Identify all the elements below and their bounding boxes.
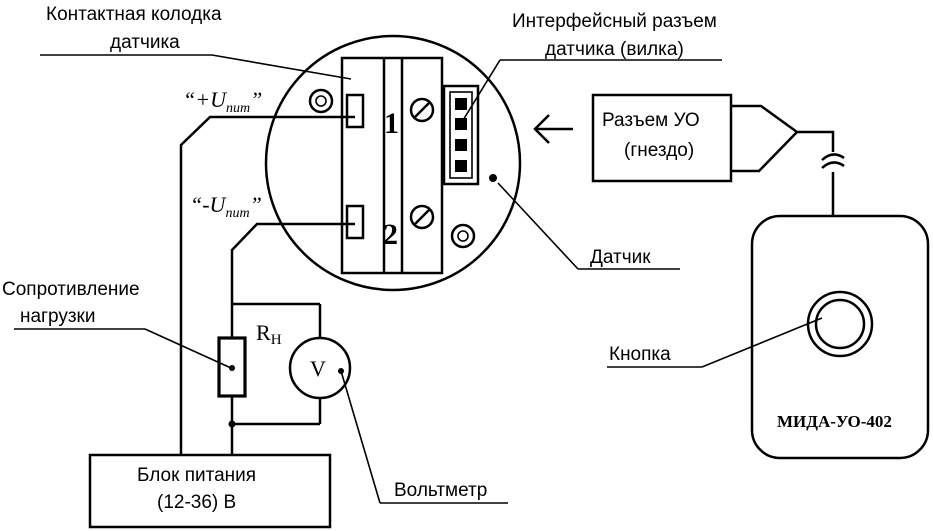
interface-plug — [442, 84, 480, 186]
resistance-text-1: Сопротивление — [2, 279, 140, 300]
break-mark-icon — [821, 153, 845, 216]
contact-block-label: Контактная колодка датчика — [40, 4, 352, 80]
arrow-left-icon — [533, 114, 573, 144]
wire-minus — [230, 222, 355, 304]
terminal-2-label: 2 — [383, 218, 398, 251]
power-supply: Блок питания (12-36) В — [88, 453, 332, 529]
plus-u-label: “+Uпит” — [183, 87, 262, 116]
wire-plus — [179, 115, 355, 455]
resistance-text-2: нагрузки — [20, 306, 95, 327]
button-control[interactable] — [806, 290, 874, 358]
device-name: МИДА-УО-402 — [777, 412, 892, 431]
connector-uo-text-1: Разъем УО — [602, 110, 700, 131]
power-text-2: (12-36) В — [157, 492, 236, 513]
voltmeter-symbol: V — [288, 304, 352, 424]
screw-icon — [409, 204, 435, 230]
contact-block-text-1: Контактная колодка — [46, 4, 222, 25]
connector-uo: Разъем УО (гнездо) — [591, 93, 835, 183]
svg-text:“+Uпит”: “+Uпит” — [183, 87, 262, 116]
terminal-minus-box — [345, 204, 365, 240]
screw-icon — [409, 97, 435, 123]
terminal-plus-box — [345, 93, 365, 129]
connector-uo-text-2: (гнездо) — [624, 140, 694, 161]
button-text: Кнопка — [609, 344, 671, 365]
load-resistor: RН — [217, 302, 320, 455]
voltmeter-text: Вольтметр — [394, 480, 487, 501]
sensor-label: Датчик — [497, 182, 680, 270]
rn-label: RН — [256, 320, 282, 348]
terminal-1-label: 1 — [384, 107, 399, 140]
sensor-body — [264, 34, 522, 292]
voltmeter-label: Вольтметр — [340, 370, 508, 504]
power-text-1: Блок питания — [137, 465, 256, 486]
svg-text:“-Uпит”: “-Uпит” — [190, 192, 262, 221]
resistance-label: Сопротивление нагрузки — [2, 279, 232, 369]
sensor-text: Датчик — [590, 247, 651, 268]
mounting-hole-top — [308, 88, 334, 114]
voltmeter-v: V — [310, 356, 326, 381]
button-label: Кнопка — [607, 317, 823, 368]
interface-text-1: Интерфейсный разъем — [512, 11, 717, 32]
minus-u-label: “-Uпит” — [190, 192, 262, 221]
mida-device: МИДА-УО-402 — [750, 214, 930, 460]
interface-label: Интерфейсный разъем датчика (вилка) — [456, 11, 722, 131]
mounting-hole-bottom — [450, 223, 476, 249]
contact-block-text-2: датчика — [110, 32, 180, 53]
interface-text-2: датчика (вилка) — [545, 39, 684, 60]
